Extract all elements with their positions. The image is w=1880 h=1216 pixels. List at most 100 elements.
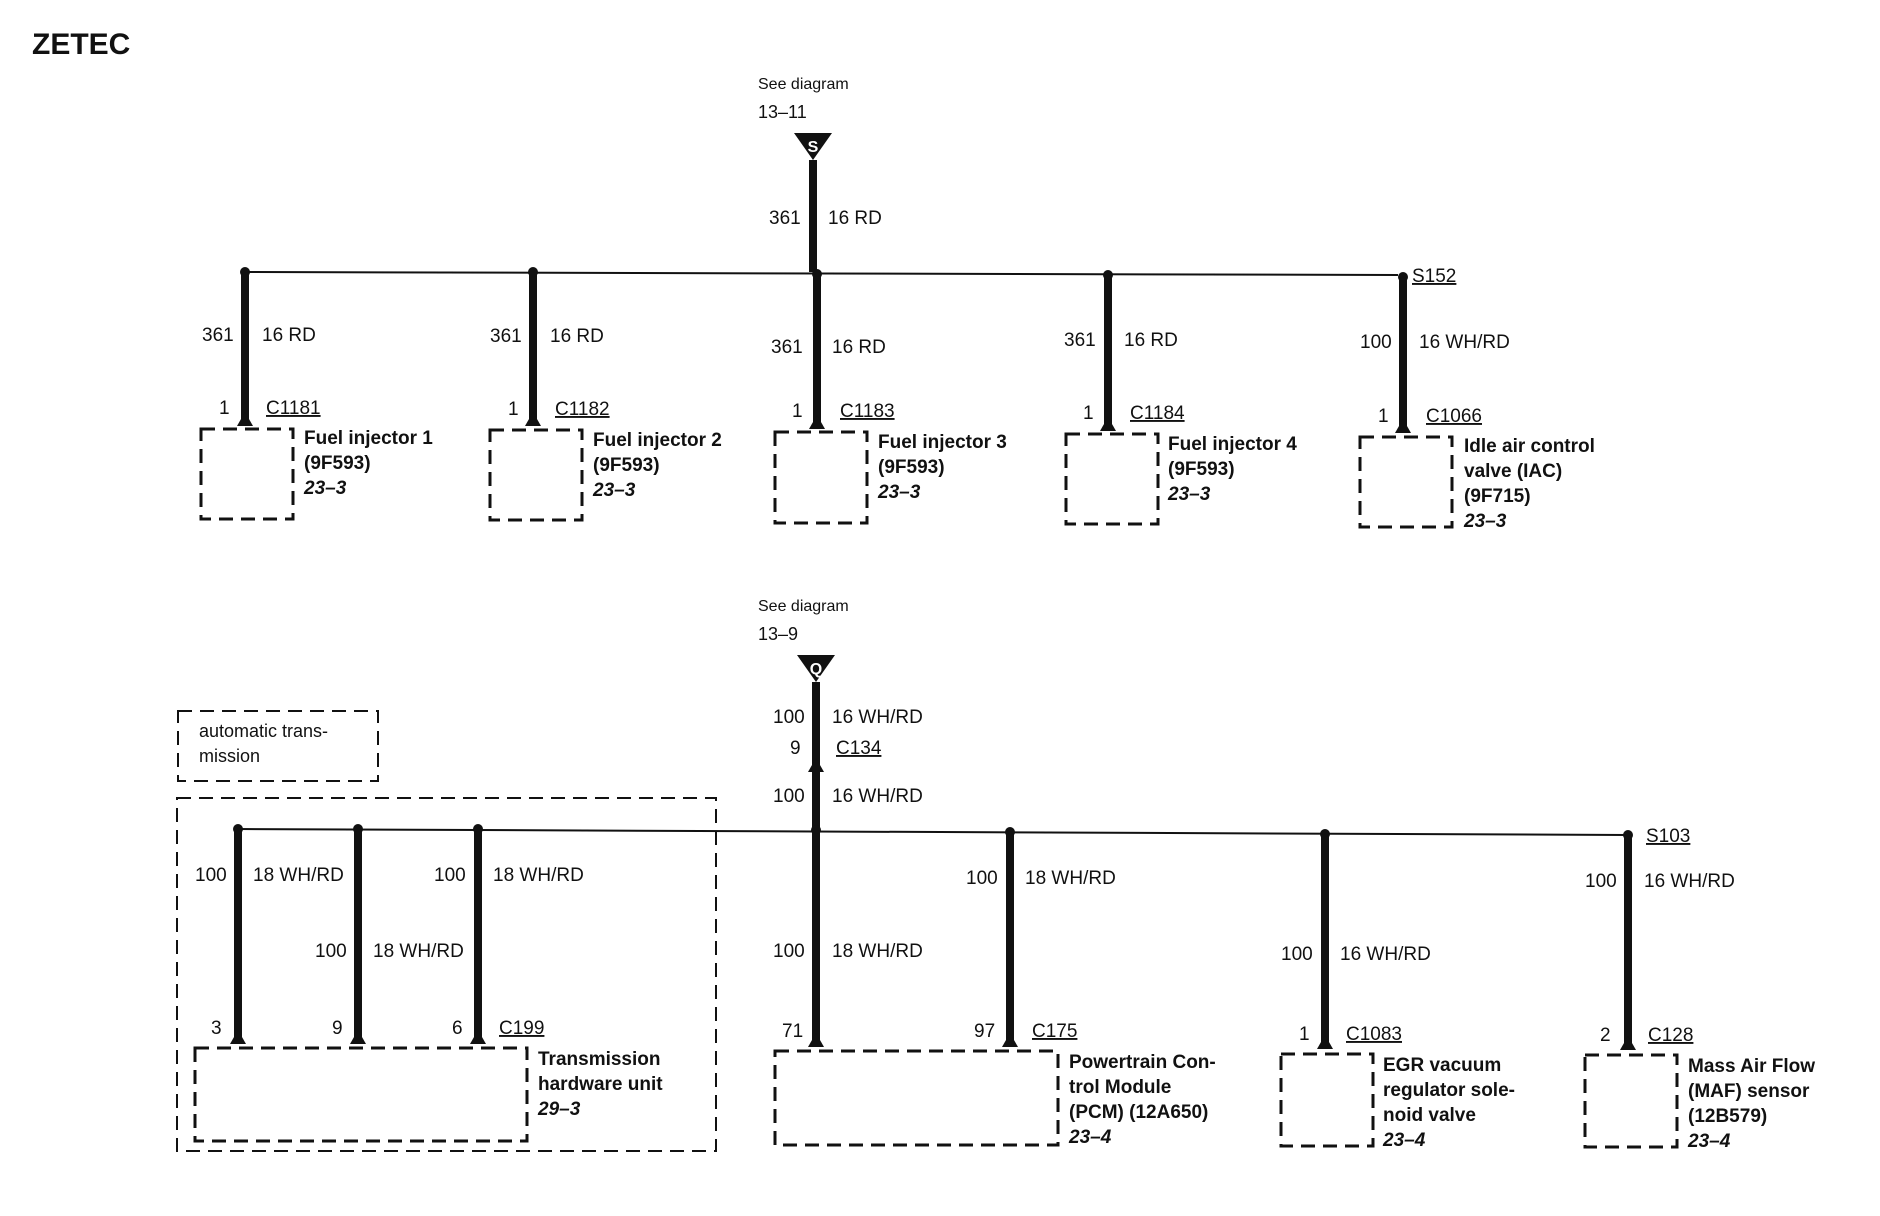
branch-fuel-injector-4: 361 16 RD 1 C1184 Fuel injector 4 (9F593… [1064, 270, 1297, 526]
pcm-wire-2-circuit: 100 [966, 868, 998, 889]
fuel-injector-4-page: 23–3 [1167, 484, 1211, 505]
fuel-injector-2-name-2: (9F593) [593, 455, 660, 476]
transmission-hardware-unit-name-1: Transmission [538, 1049, 661, 1070]
connector-c1183: C1183 [840, 401, 895, 422]
trans-pin-6: 6 [452, 1018, 463, 1039]
pcm-box [773, 1049, 1060, 1147]
branch-1-terminal [237, 412, 253, 426]
egr-pin: 1 [1299, 1024, 1310, 1045]
transmission-hardware-unit-page: 29–3 [537, 1099, 581, 1120]
connector-c1184: C1184 [1130, 403, 1185, 424]
connector-c199: C199 [499, 1018, 544, 1039]
mass-air-flow-sensor: 100 16 WH/RD 2 C128 Mass Air Flow (MAF) … [1583, 830, 1815, 1152]
fuel-injector-1-name-2: (9F593) [304, 453, 371, 474]
branch-fuel-injector-2: 361 16 RD 1 C1182 Fuel injector 2 (9F593… [488, 267, 722, 522]
egr-box [1279, 1052, 1375, 1148]
top-feed-circuit: 361 [769, 208, 801, 229]
connector-c1066: C1066 [1426, 406, 1482, 427]
maf-box [1583, 1053, 1679, 1149]
pcm-name-3: (PCM) (12A650) [1069, 1102, 1208, 1123]
source-q-symbol [797, 655, 835, 682]
maf-name-3: (12B579) [1688, 1106, 1767, 1127]
fuel-injector-1-box [199, 427, 295, 521]
branch-1-pin: 1 [219, 398, 230, 419]
maf-wire-label: 16 WH/RD [1644, 871, 1735, 892]
branch-idle-air-control: 100 16 WH/RD 1 C1066 Idle air control va… [1358, 272, 1595, 532]
connector-c175: C175 [1032, 1021, 1077, 1042]
branch-2-circuit: 361 [490, 326, 522, 347]
pcm-name-2: trol Module [1069, 1077, 1171, 1098]
pcm-terminal-71 [808, 1033, 824, 1047]
connector-c1182: C1182 [555, 399, 610, 420]
bottom-feed-circuit: 100 [773, 707, 805, 728]
pcm-wire-2-label: 18 WH/RD [1025, 868, 1116, 889]
trans-wire-1-circuit: 100 [195, 865, 227, 886]
branch-5-circuit: 100 [1360, 332, 1392, 353]
automatic-transmission-note-1: automatic trans- [199, 721, 328, 741]
c134-terminal [808, 758, 824, 772]
bottom-see-diagram-page: 13–9 [758, 624, 798, 644]
branch-4-terminal [1100, 417, 1116, 431]
trans-terminal-1 [230, 1030, 246, 1044]
fuel-injector-1-name-1: Fuel injector 1 [304, 428, 433, 449]
top-feed-wire-label: 16 RD [828, 208, 882, 229]
branch-1-circuit: 361 [202, 325, 234, 346]
pcm-wire-1-label: 18 WH/RD [832, 941, 923, 962]
transmission-hardware-unit-name-2: hardware unit [538, 1074, 663, 1095]
pcm-page: 23–4 [1068, 1127, 1112, 1148]
branch-5-wire-label: 16 WH/RD [1419, 332, 1510, 353]
pcm-terminal-97 [1002, 1033, 1018, 1047]
branch-4-pin: 1 [1083, 403, 1094, 424]
branch-5-pin: 1 [1378, 406, 1389, 427]
fuel-injector-3-box [773, 430, 869, 525]
bottom-feed-circuit-2: 100 [773, 786, 805, 807]
fuel-injector-4-name-1: Fuel injector 4 [1168, 434, 1297, 455]
trans-wire-2-circuit: 100 [315, 941, 347, 962]
automatic-transmission-note-box [177, 710, 379, 782]
branch-2-wire-label: 16 RD [550, 326, 604, 347]
idle-air-control-page: 23–3 [1463, 511, 1507, 532]
bottom-feed-wire-label-2: 16 WH/RD [832, 786, 923, 807]
egr-page: 23–4 [1382, 1130, 1426, 1151]
fuel-injector-2-name-1: Fuel injector 2 [593, 430, 722, 451]
branch-2-terminal [525, 412, 541, 426]
powertrain-control-module: 100 18 WH/RD 71 100 18 WH/RD 97 C175 Pow… [773, 825, 1216, 1148]
maf-terminal [1620, 1036, 1636, 1050]
trans-wire-3-label: 18 WH/RD [493, 865, 584, 886]
fuel-injector-3-name-1: Fuel injector 3 [878, 432, 1007, 453]
transmission-hardware-unit-box [193, 1046, 529, 1143]
diagram-title: ZETEC [32, 28, 130, 61]
connector-c128: C128 [1648, 1025, 1693, 1046]
trans-wire-1-label: 18 WH/RD [253, 865, 344, 886]
transmission-hardware-unit: 100 18 WH/RD 3 100 18 WH/RD 9 100 18 WH/… [193, 824, 663, 1143]
egr-wire-label: 16 WH/RD [1340, 944, 1431, 965]
pcm-pin-97: 97 [974, 1021, 995, 1042]
splice-s152: S152 [1412, 266, 1456, 287]
fuel-injector-2-box [488, 428, 584, 522]
top-see-diagram-page: 13–11 [758, 102, 807, 122]
bottom-section: See diagram 13–9 Q 100 16 WH/RD 9 C134 1… [176, 598, 1815, 1152]
fuel-injector-4-box [1064, 432, 1160, 526]
fuel-injector-3-page: 23–3 [877, 482, 921, 503]
trans-pin-9: 9 [332, 1018, 343, 1039]
fuel-injector-3-name-2: (9F593) [878, 457, 945, 478]
source-q-symbol-label: Q [810, 661, 822, 678]
branch-1-wire-label: 16 RD [262, 325, 316, 346]
source-s-symbol [794, 133, 832, 160]
top-see-diagram-label: See diagram [758, 76, 849, 93]
branch-4-circuit: 361 [1064, 330, 1096, 351]
pcm-pin-71: 71 [782, 1021, 803, 1042]
branch-3-pin: 1 [792, 401, 803, 422]
egr-vacuum-regulator: 100 16 WH/RD 1 C1083 EGR vacuum regulato… [1279, 829, 1515, 1151]
automatic-transmission-region [176, 797, 717, 1152]
fuel-injector-1-page: 23–3 [303, 478, 347, 499]
splice-s103: S103 [1646, 826, 1690, 847]
c134-pin: 9 [790, 738, 801, 759]
trans-wire-3-circuit: 100 [434, 865, 466, 886]
egr-circuit: 100 [1281, 944, 1313, 965]
branch-fuel-injector-3: 361 16 RD 1 C1183 Fuel injector 3 (9F593… [771, 269, 1007, 525]
connector-c1083: C1083 [1346, 1024, 1402, 1045]
branch-5-terminal [1395, 419, 1411, 433]
maf-circuit: 100 [1585, 871, 1617, 892]
